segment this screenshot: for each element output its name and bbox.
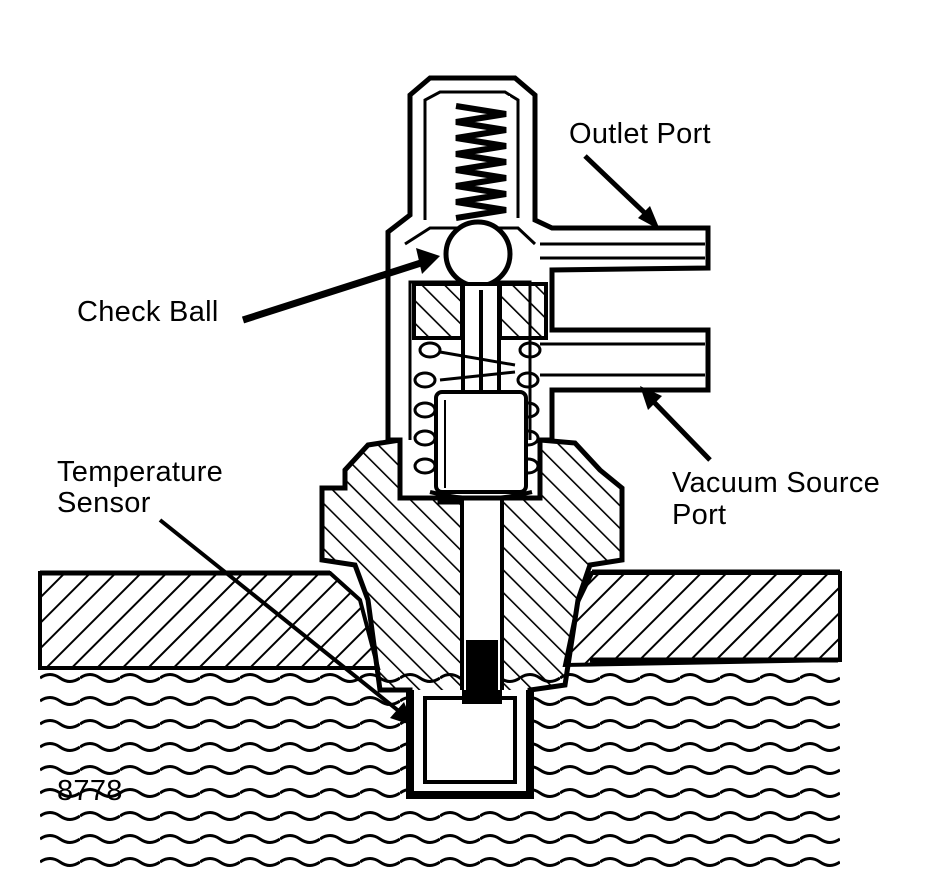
check-ball [443,219,513,289]
vacuum-source-port-label-line2: Port [672,499,727,531]
piston [429,390,533,501]
vacuum-source-port-label-line1: Vacuum Source [672,467,881,499]
leader-check-ball [241,248,440,324]
leader-temperature-sensor [158,518,414,726]
vacuum-port-tube [540,342,705,377]
temperature-sensor-label-line1: Temperature [57,456,224,488]
leader-vacuum-source-port [640,386,712,462]
outlet-port-label: Outlet Port [569,118,711,150]
figure-number: 8778 [57,775,123,807]
temperature-sensor [406,690,534,799]
engine-block [38,569,842,670]
temperature-sensor-label-line2: Sensor [57,487,151,519]
outlet-port-tube [540,242,705,260]
leader-outlet-port [583,154,660,230]
check-ball-label: Check Ball [77,296,219,328]
valve-base [319,437,625,703]
upper-spring [452,96,510,224]
